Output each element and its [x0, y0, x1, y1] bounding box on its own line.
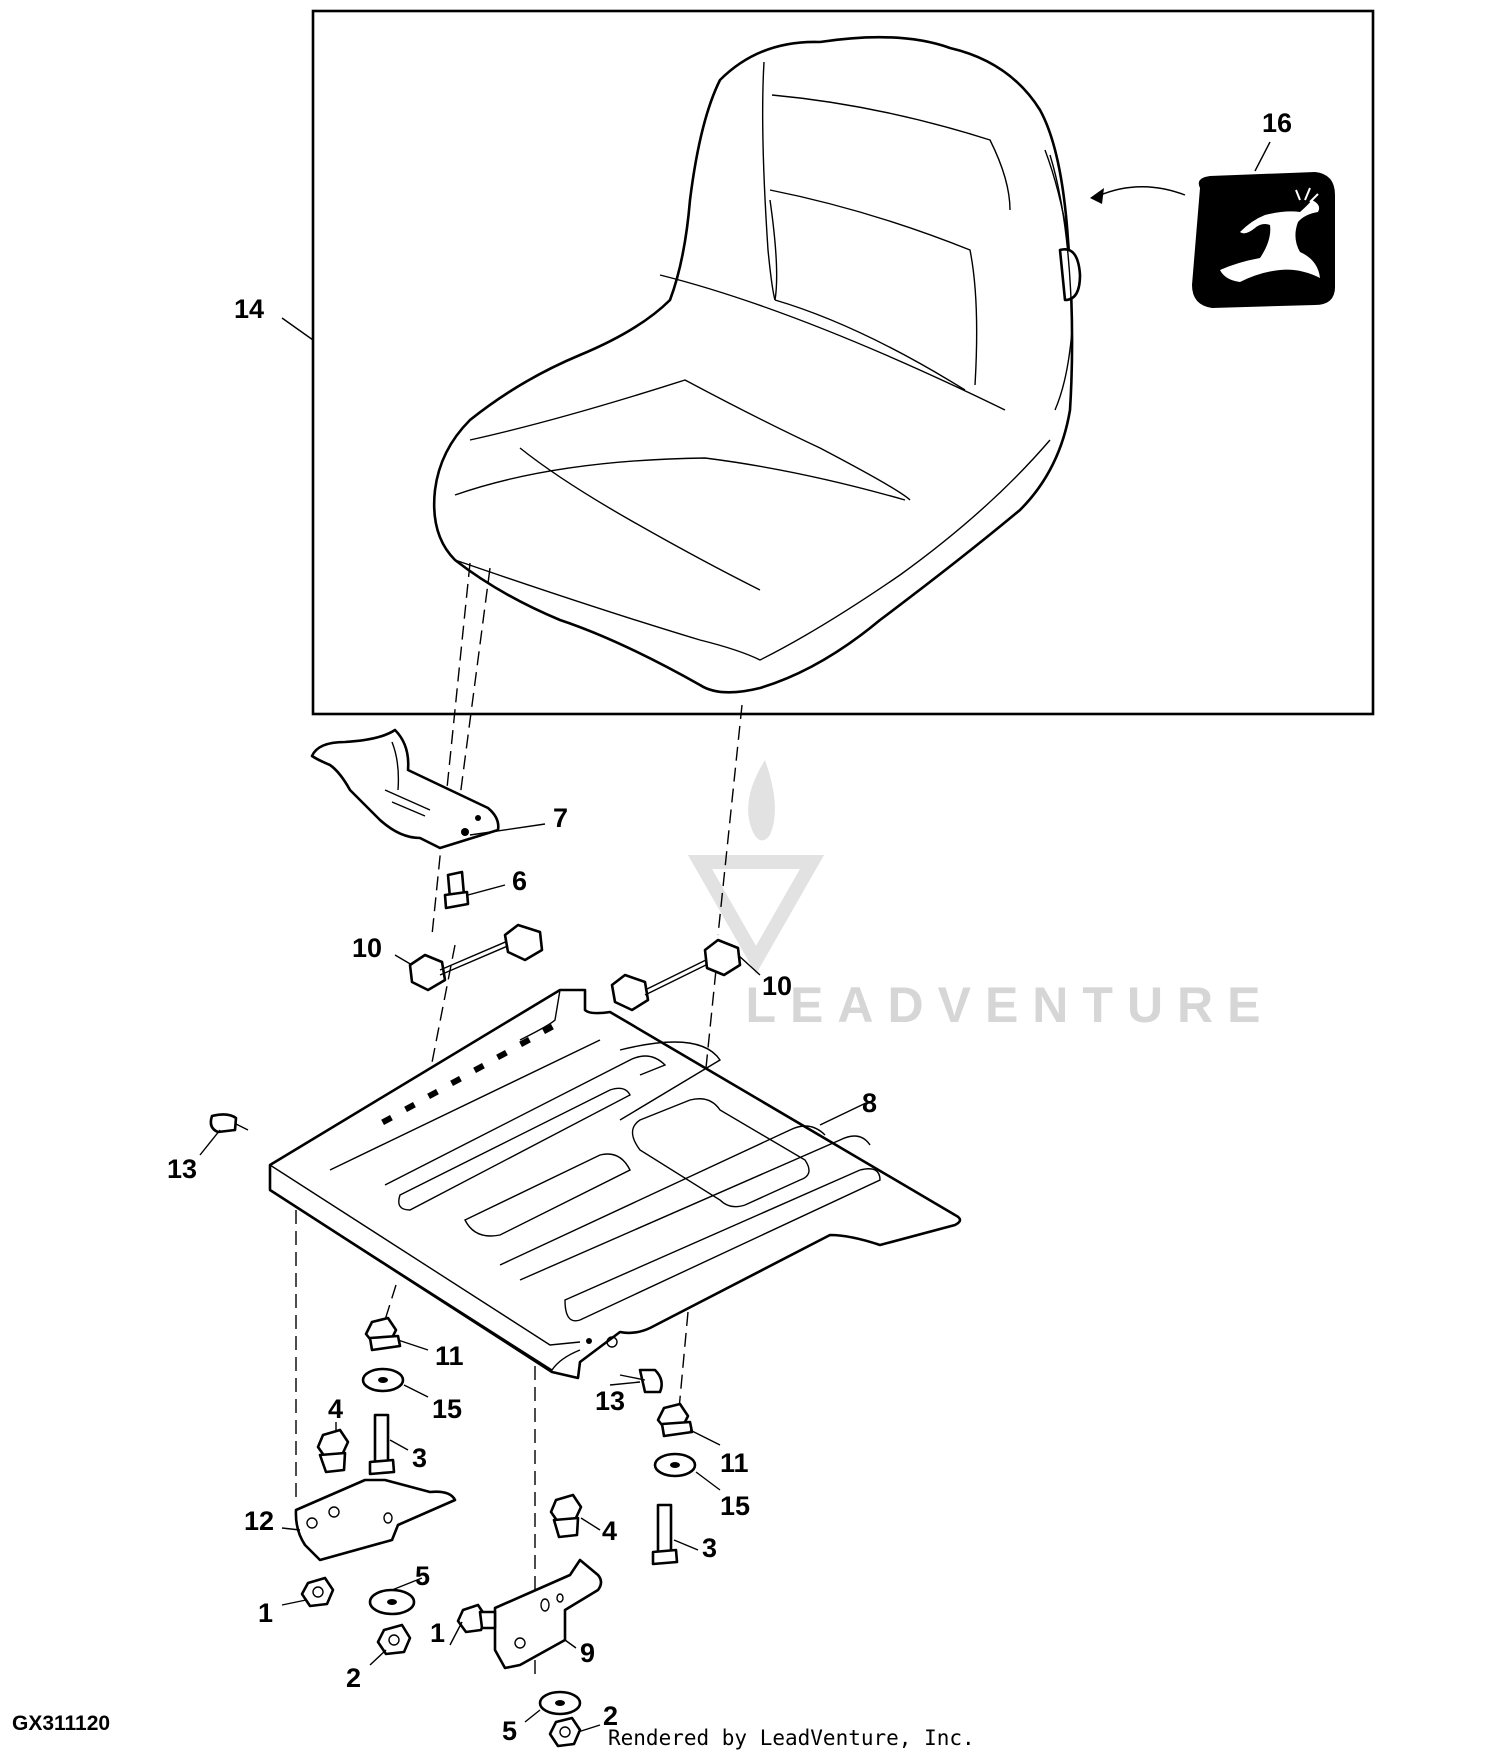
callout-13-left: 13	[167, 1154, 197, 1184]
nut-part-11-right	[656, 1402, 694, 1438]
washer-part-5-left	[368, 1588, 416, 1616]
bracket-part-12	[294, 1478, 457, 1562]
nut-part-2-right	[548, 1716, 582, 1748]
callout-6: 6	[512, 866, 527, 896]
bolt-part-4-left	[316, 1428, 350, 1474]
seat-bracket-part-7	[310, 728, 500, 850]
seat-pan-part-8	[268, 988, 962, 1380]
figure-id: GX311120	[12, 1712, 110, 1735]
callout-3-left: 3	[412, 1443, 427, 1473]
washer-part-5-right	[538, 1690, 582, 1716]
pin-part-13-right	[619, 1368, 663, 1394]
callout-1-left: 1	[258, 1598, 273, 1628]
callout-9: 9	[580, 1638, 595, 1668]
callout-numbers: 14 16 7 6 10 10 8 13 13 11 15 3 4 12 5 1…	[167, 108, 1292, 1746]
nut-part-1-left	[300, 1576, 335, 1608]
washer-part-15-right	[653, 1452, 697, 1478]
deer-logo-decal-icon	[1220, 200, 1320, 282]
callout-11-right: 11	[720, 1448, 749, 1478]
callout-2-right: 2	[603, 1701, 618, 1731]
callout-1-right: 1	[430, 1618, 445, 1648]
callout-15-left: 15	[432, 1394, 462, 1424]
watermark-text: LEADVENTURE	[745, 977, 1274, 1033]
nut-part-2-left	[376, 1623, 412, 1656]
bolt-part-3-left	[368, 1413, 396, 1476]
callout-12: 12	[244, 1506, 274, 1536]
callout-5-left: 5	[415, 1561, 430, 1591]
bolt-part-6	[443, 870, 470, 910]
adjuster-link-part-10-right	[610, 938, 742, 1012]
callout-13-right: 13	[595, 1386, 625, 1416]
callout-11-left: 11	[435, 1341, 464, 1371]
callout-14: 14	[234, 294, 264, 324]
seat-part-14	[432, 35, 1082, 694]
callout-10-left: 10	[352, 933, 382, 963]
render-credit: Rendered by LeadVenture, Inc.	[608, 1726, 975, 1750]
bolt-part-4-right	[549, 1493, 583, 1539]
callout-4-right: 4	[602, 1516, 617, 1546]
seat-box-frame	[311, 9, 1375, 716]
callout-8: 8	[862, 1088, 877, 1118]
callout-5-right: 5	[502, 1716, 517, 1746]
nut-part-1-right	[456, 1603, 497, 1634]
deere-decal-part-16	[1090, 141, 1336, 308]
leadventure-watermark: LEADVENTURE	[687, 760, 1274, 1033]
washer-part-15-left	[361, 1367, 405, 1393]
callout-7: 7	[553, 803, 568, 833]
nut-part-11-left	[364, 1316, 402, 1352]
pin-part-13-left	[209, 1113, 249, 1134]
callout-3-right: 3	[702, 1533, 717, 1563]
callout-15-right: 15	[720, 1491, 750, 1521]
callout-10-right: 10	[762, 971, 792, 1001]
callout-16: 16	[1262, 108, 1292, 138]
callout-2-left: 2	[346, 1663, 361, 1693]
callout-leader-lines	[199, 317, 869, 1733]
adjuster-link-part-10-left	[408, 923, 544, 992]
bolt-part-3-right	[651, 1503, 679, 1566]
bracket-part-9	[493, 1558, 603, 1670]
callout-4-left: 4	[328, 1394, 343, 1424]
